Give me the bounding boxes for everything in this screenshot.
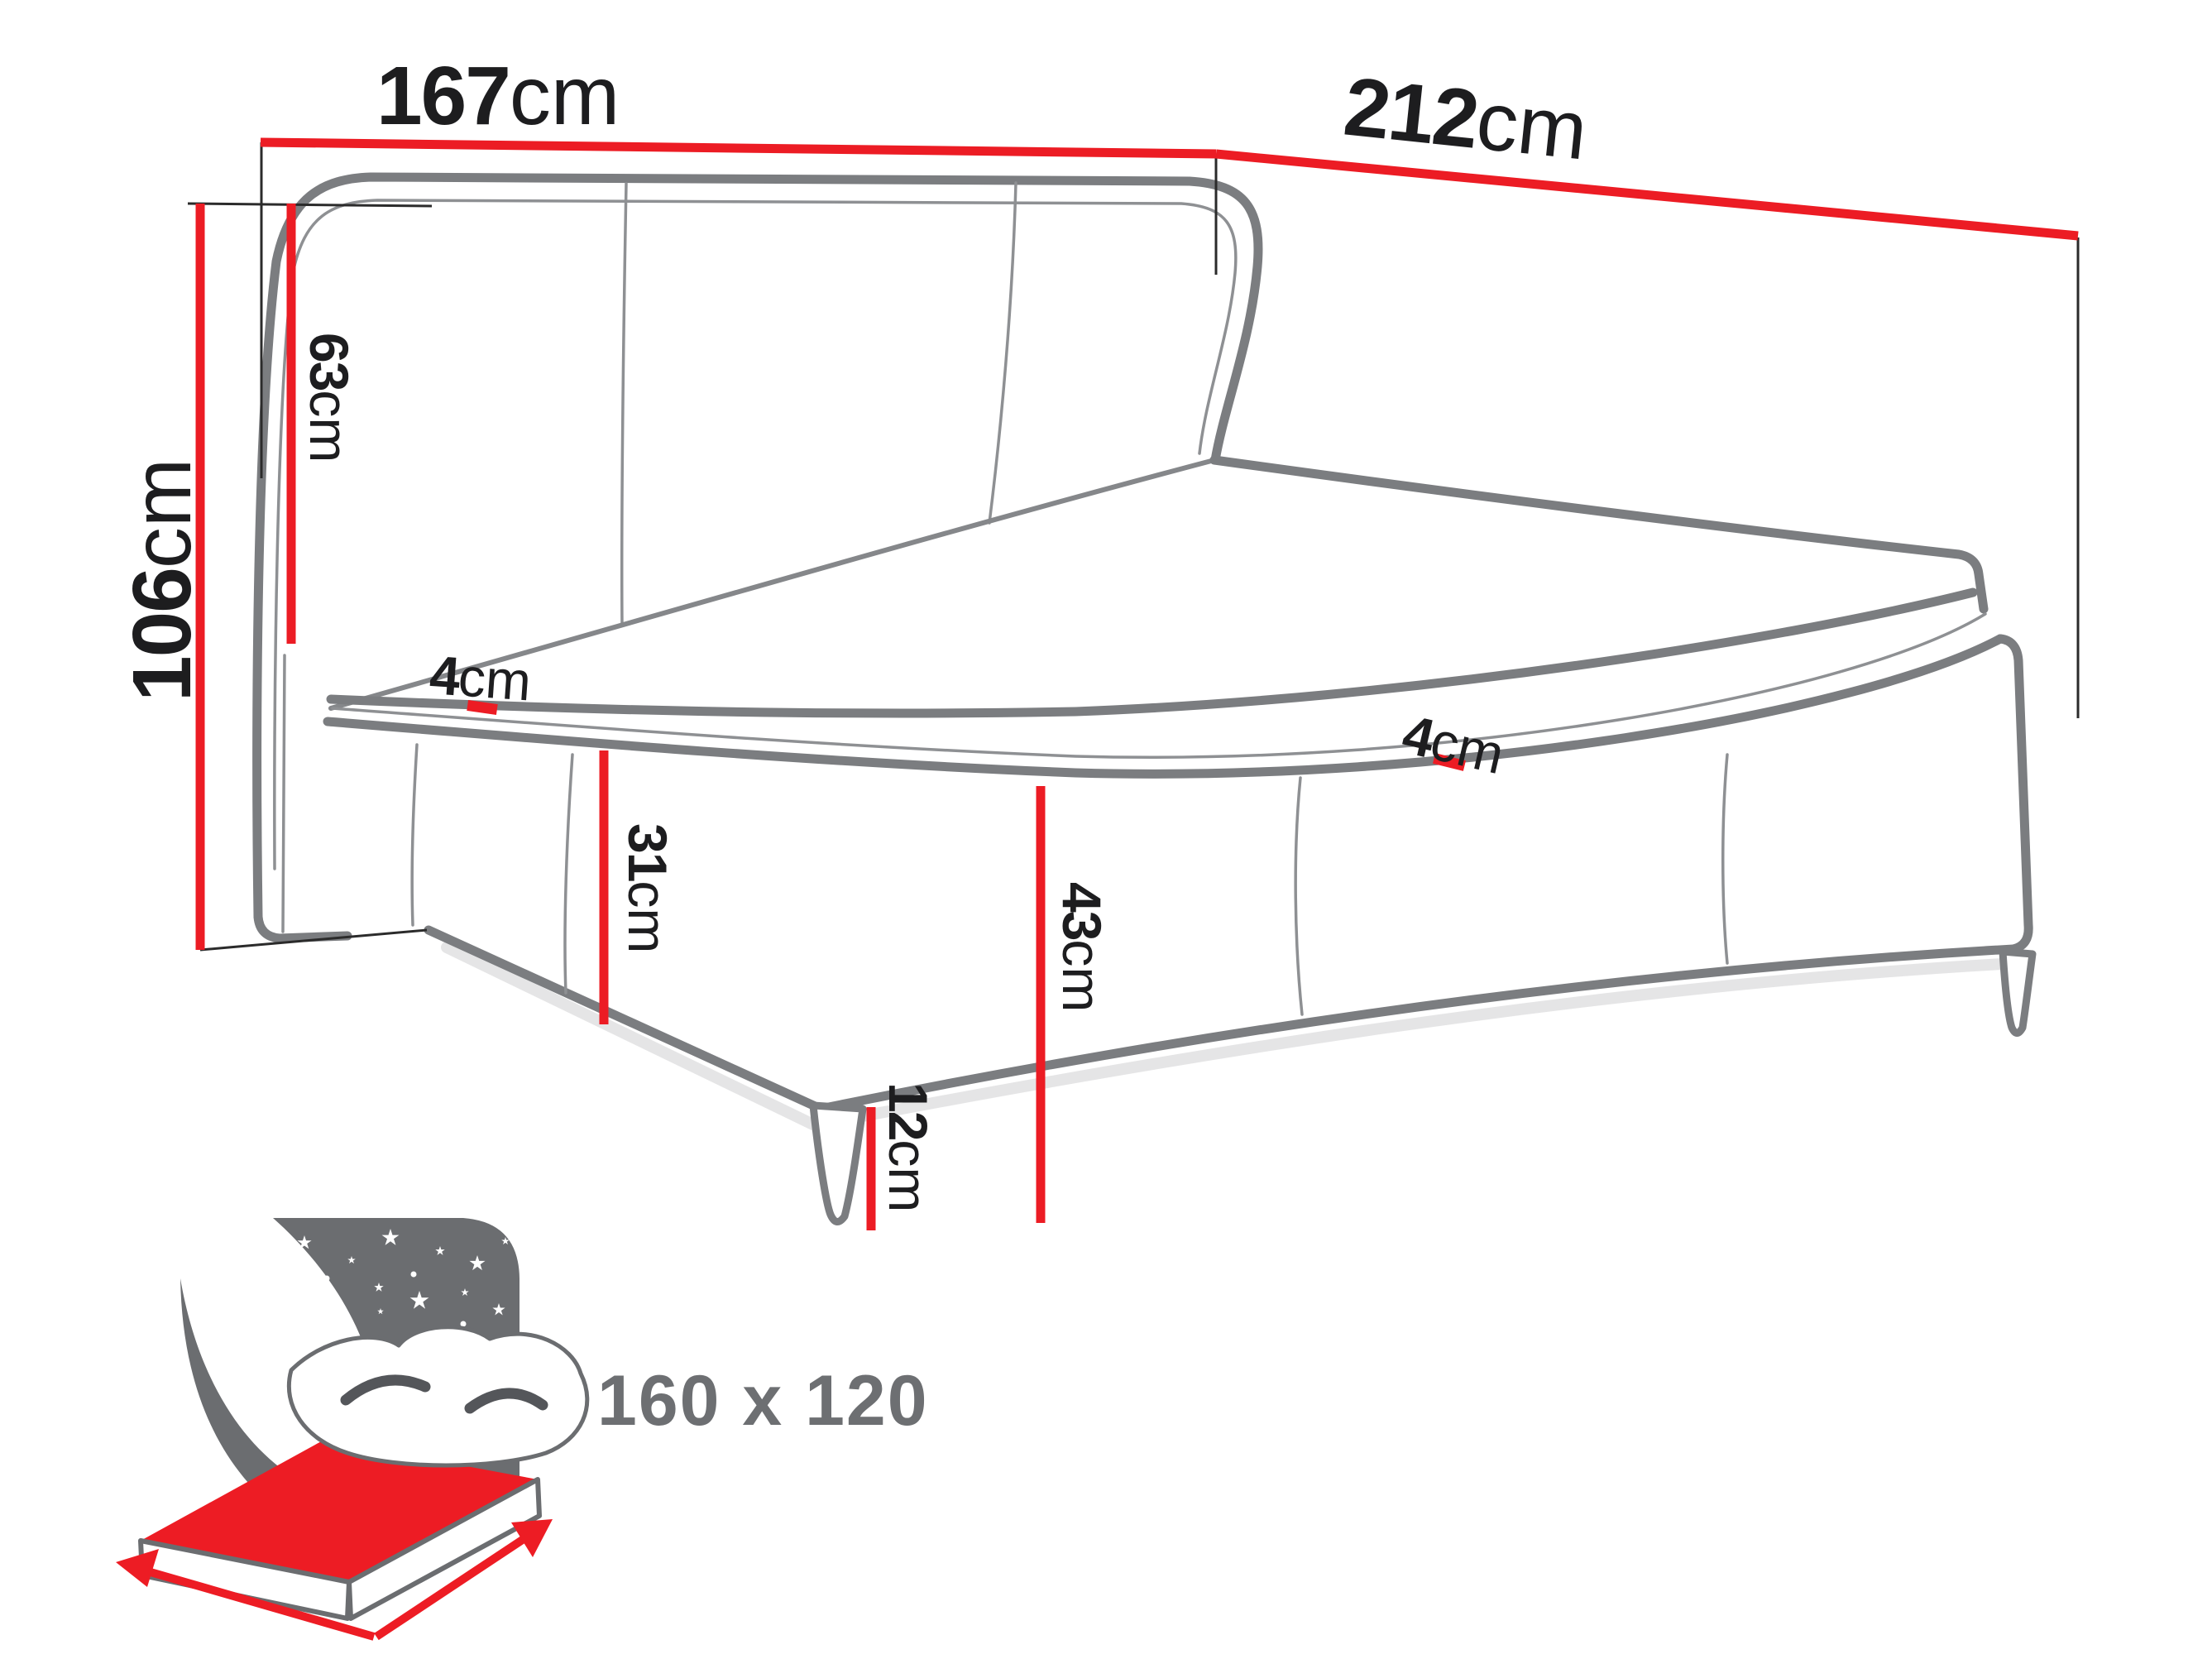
label-bed-length: 212cm — [1340, 60, 1592, 177]
extension-line-bottom-left — [199, 928, 428, 952]
inset-size-label: 160 x 120 — [597, 1361, 929, 1441]
frame-seam-1 — [410, 743, 419, 927]
headboard-seam-right — [988, 181, 1017, 525]
front-right-leg — [1999, 947, 2037, 1037]
tick-mattress-gap-side — [1432, 753, 1467, 771]
storage-bed-icon: 160 x 120 — [116, 1218, 929, 1641]
inset-duvet — [286, 1325, 590, 1468]
extension-line-headboard-top — [187, 202, 433, 208]
mattress-front-edge — [326, 587, 1978, 718]
headboard-seam-left — [620, 182, 628, 627]
dimension-labels: 167cm 212cm 106cm 63cm 4cm 4cm 31cm 43cm… — [116, 50, 1592, 1212]
frame-seam-2 — [563, 753, 574, 995]
mattress-back-edge — [328, 458, 1217, 711]
label-headboard-width: 167cm — [376, 50, 620, 142]
label-frame-height: 31cm — [617, 823, 678, 953]
dimension-line-headboard-width — [260, 137, 1217, 159]
frame-seam-4 — [1721, 753, 1729, 965]
mattress-bottom-seam — [331, 612, 1987, 760]
bed-shadow — [441, 942, 2008, 1132]
bed-drawing — [252, 172, 2037, 1225]
mattress-far-edge — [1209, 455, 1989, 614]
tick-mattress-gap-front — [467, 700, 498, 715]
inset-pillow-shadow-right — [464, 1388, 548, 1414]
frame-right-edge — [1995, 634, 2033, 954]
frame-seam-3 — [1294, 776, 1304, 1016]
label-leg-height: 12cm — [878, 1082, 939, 1212]
frame-left-boundary — [281, 654, 286, 933]
front-left-leg — [809, 1101, 867, 1225]
headboard-inner-line — [273, 199, 1238, 870]
inset-arrows — [116, 1519, 553, 1641]
inset-pillow-shadow-left — [340, 1374, 431, 1406]
label-frame-with-leg-height: 43cm — [1051, 882, 1113, 1012]
frame-top-edge — [323, 634, 2005, 779]
inset-mattress-side — [347, 1477, 542, 1621]
inset-mattress-top — [141, 1440, 538, 1582]
dimension-lines — [187, 137, 2080, 1230]
headboard-side-panel — [253, 912, 352, 943]
label-headboard-height: 63cm — [299, 333, 360, 463]
frame-bottom-edge — [424, 925, 2018, 1114]
inset-headboard-left — [180, 1278, 294, 1483]
label-mattress-gap-front: 4cm — [428, 644, 534, 712]
dimension-line-bed-length — [1215, 149, 2079, 241]
headboard-outline — [252, 172, 1263, 922]
label-total-height: 106cm — [116, 458, 208, 702]
label-mattress-gap-side: 4cm — [1397, 703, 1510, 786]
